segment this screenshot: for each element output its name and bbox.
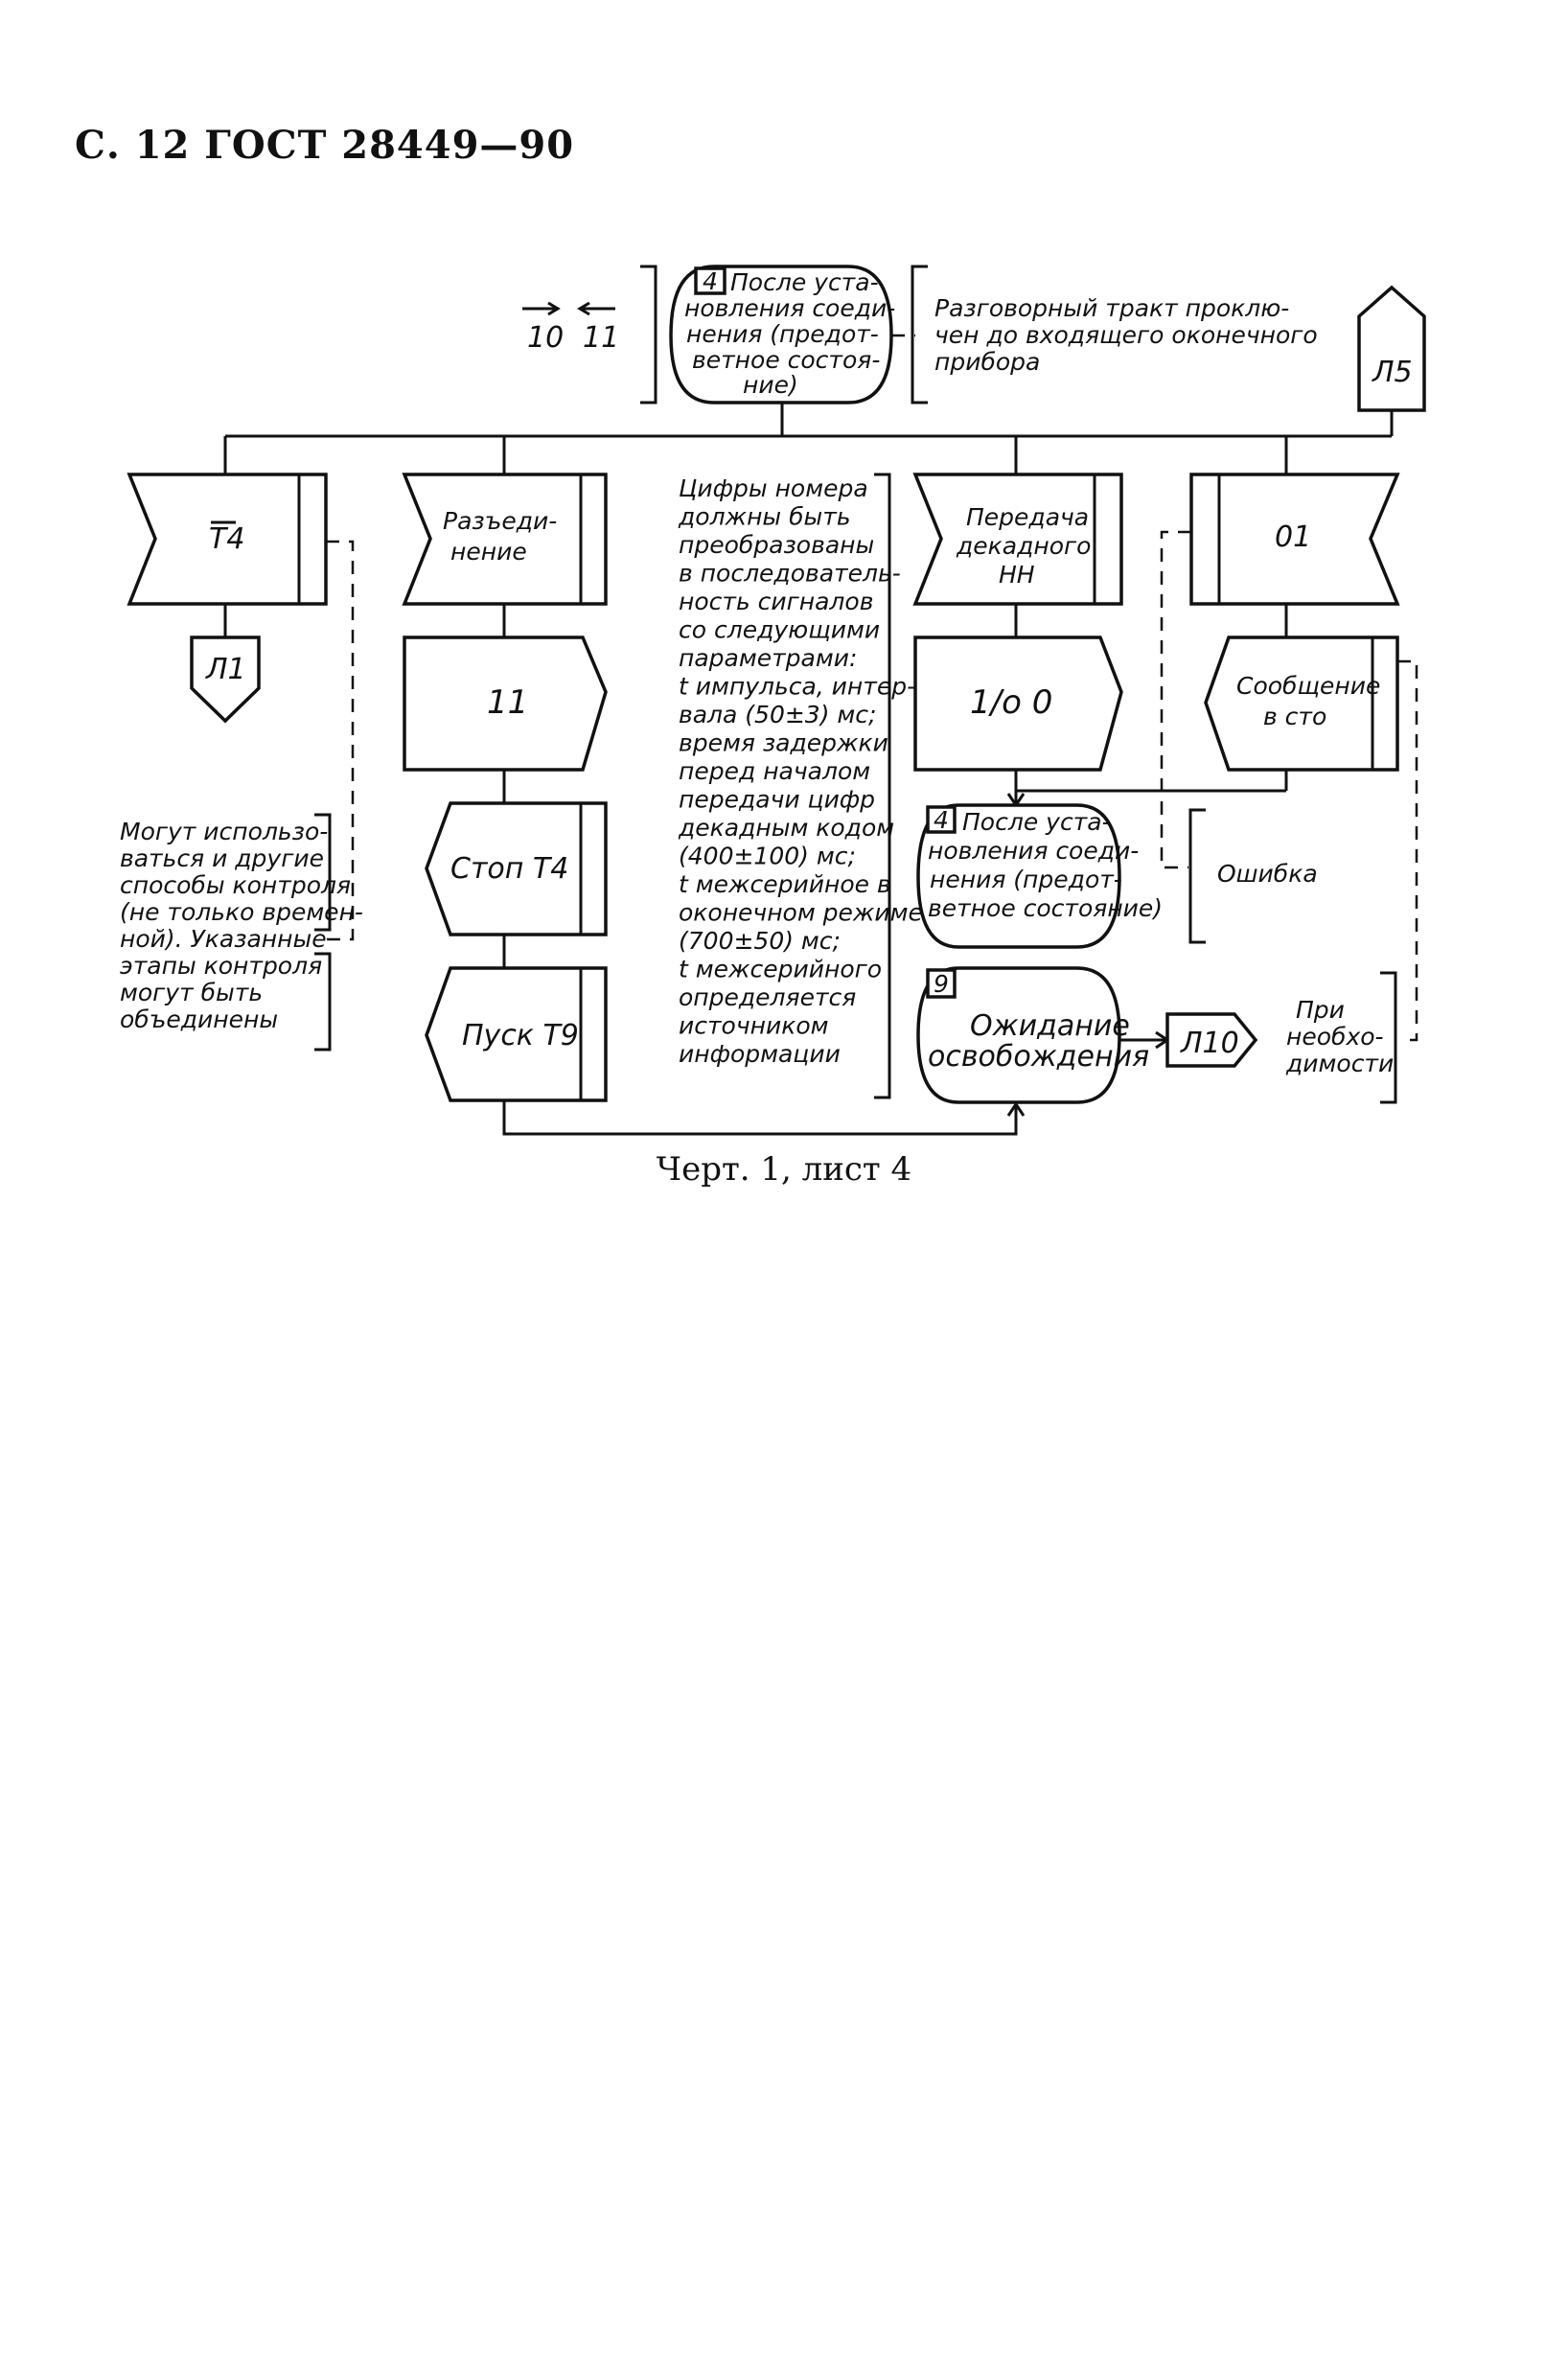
note-if-needed-line-2: необхо-: [1286, 1023, 1384, 1051]
output-11: 11: [403, 635, 608, 772]
output-message-line-1: Сообщение: [1236, 672, 1380, 700]
state-top: 4 После уста- новления соеди- нения (пре…: [669, 265, 895, 404]
arrow-label-11: 11: [583, 321, 619, 355]
digits-note-line-5: ность сигналов: [679, 588, 873, 615]
input-disconnect-line-1: Разъеди-: [443, 507, 557, 535]
note-if-needed: При необхо- димости: [1285, 996, 1394, 1077]
left-note-line-5: ной). Указанные: [120, 925, 327, 953]
svg-text:Л1: Л1: [205, 653, 246, 686]
input-decade-line-2: декадного: [956, 532, 1091, 560]
svg-text:1/о 0: 1/о 0: [970, 683, 1052, 722]
state-mid-number: 4: [934, 806, 949, 834]
figure-caption: Черт. 1, лист 4: [656, 1150, 912, 1189]
digits-note-line-1: Цифры номера: [679, 474, 868, 502]
wait-line-1: Ожидание: [970, 1009, 1130, 1043]
svg-text:Л10: Л10: [1180, 1027, 1239, 1060]
state-top-number: 4: [703, 267, 718, 295]
wait-line-2: освобождения: [928, 1040, 1149, 1074]
left-note-line-1: Могут использо-: [120, 818, 328, 845]
state-top-line-5: ние): [743, 371, 798, 399]
state-mid-line-4: ветное состояние): [928, 894, 1163, 922]
start-t9: Пуск T9: [425, 966, 608, 1102]
connector-l5: Л5: [1357, 285, 1426, 412]
arrows-indicator: 10 11: [522, 301, 619, 355]
state-mid-line-2: новления соеди-: [928, 837, 1139, 865]
digits-note-line-16: оконечном режиме: [679, 899, 923, 927]
note-if-needed-line-3: димости: [1285, 1050, 1394, 1077]
state-mid-line-1: После уста-: [962, 808, 1111, 836]
error-label: Ошибка: [1217, 860, 1318, 888]
left-note-line-2: ваться и другие: [120, 844, 324, 872]
state-mid-line-3: нения (предот-: [930, 866, 1122, 893]
input-decade-line-1: Передача: [966, 503, 1089, 531]
left-note-line-6: этапы контроля: [120, 952, 322, 980]
digits-note-line-18: t межсерийного: [679, 956, 882, 983]
stop-t4: Стоп T4: [425, 801, 608, 936]
top-right-bracket: [911, 265, 928, 404]
comment-top-line-3: прибора: [934, 348, 1040, 376]
svg-text:11: 11: [487, 683, 528, 722]
output-1o0: 1/о 0: [913, 635, 1123, 772]
input-disconnect-line-2: нение: [450, 538, 527, 566]
digits-note-line-3: преобразованы: [679, 531, 874, 559]
digits-note-line-14: (400±100) мс;: [679, 843, 856, 870]
digits-note-line-8: t импульса, интер-: [679, 673, 915, 701]
input-decade-transfer: Передача декадного НН: [912, 473, 1123, 606]
digits-note-line-19: определяется: [679, 983, 856, 1011]
digits-note-line-13: декадным кодом: [678, 814, 894, 842]
input-decade-line-3: НН: [999, 561, 1035, 589]
digits-note-line-21: информации: [679, 1040, 841, 1068]
digits-note-line-15: t межсерийное в: [679, 870, 891, 898]
digits-note-line-2: должны быть: [678, 503, 851, 531]
digits-note-line-7: параметрами:: [679, 644, 857, 672]
output-message-line-2: в сто: [1263, 703, 1326, 730]
left-note: Могут использо- ваться и другие способы …: [120, 818, 363, 1033]
state-top-line-2: новления соеди-: [684, 294, 895, 322]
left-note-line-4: (не только времен-: [120, 898, 363, 926]
digits-note-line-6: со следующими: [679, 616, 880, 644]
wait-number: 9: [934, 970, 949, 998]
left-note-line-8: объединены: [120, 1005, 278, 1033]
digits-note-line-17: (700±50) мс;: [679, 927, 841, 955]
note-if-needed-line-1: При: [1296, 996, 1345, 1024]
svg-text:Пуск T9: Пуск T9: [462, 1019, 579, 1052]
digits-note-line-10: время задержки: [679, 729, 888, 757]
comment-top: Разговорный тракт проклю- чен до входяще…: [934, 294, 1318, 376]
svg-text:Л5: Л5: [1372, 356, 1413, 389]
state-top-line-1: После уста-: [730, 268, 879, 296]
arrow-label-10: 10: [527, 321, 564, 355]
digits-note-line-9: вала (50±3) мс;: [679, 701, 876, 728]
left-note-line-3: способы контроля: [120, 871, 351, 899]
digits-note-line-12: передачи цифр: [679, 786, 875, 814]
connector-l10: Л10: [1165, 1012, 1258, 1068]
output-message: Сообщение в сто: [1204, 635, 1399, 772]
wait-release: 9 Ожидание освобождения: [916, 966, 1149, 1104]
left-note-line-7: могут быть: [120, 979, 263, 1006]
connector-l1: Л1: [190, 635, 261, 724]
state-top-line-3: нения (предот-: [686, 320, 879, 348]
digits-note-line-4: в последователь-: [679, 560, 901, 588]
state-top-line-4: ветное состоя-: [692, 346, 880, 374]
page-header: С. 12 ГОСТ 28449—90: [75, 123, 575, 168]
svg-text:Стоп T4: Стоп T4: [450, 852, 568, 886]
comment-top-line-1: Разговорный тракт проклю-: [934, 294, 1289, 322]
input-01: 01: [1189, 473, 1400, 606]
input-disconnect: Разъеди- нение: [402, 473, 608, 606]
top-left-bracket: [640, 265, 657, 404]
svg-text:01: 01: [1275, 520, 1311, 554]
input-t4: T4: [127, 473, 328, 606]
comment-top-line-2: чен до входящего оконечного: [934, 321, 1318, 349]
svg-text:T4: T4: [209, 522, 244, 556]
digits-note-line-20: источником: [679, 1012, 828, 1040]
digits-note-line-11: перед началом: [679, 757, 870, 785]
state-after-connection: 4 После уста- новления соеди- нения (пре…: [916, 803, 1163, 949]
note-bracket: [874, 473, 891, 1099]
